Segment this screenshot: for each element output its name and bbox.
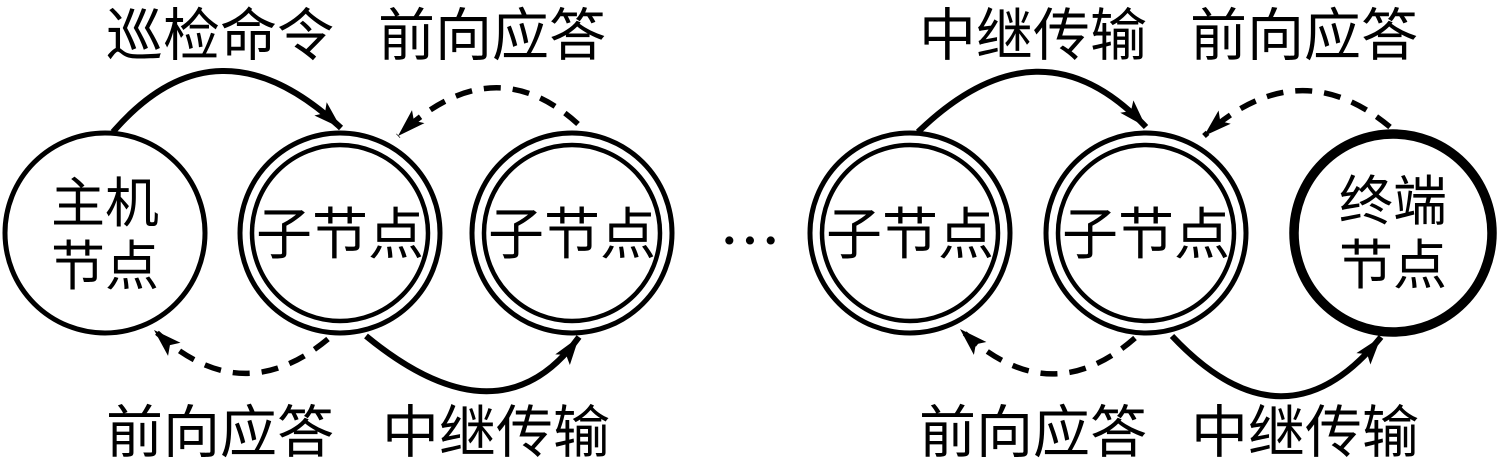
- edge-inspection-command-arrow: [110, 68, 344, 134]
- edge-forward-response-top-right-arrow: [1202, 88, 1392, 139]
- node-host: 主机 节点: [2, 130, 208, 336]
- node-terminal: 终端 节点: [1289, 129, 1497, 337]
- label-relay-transmission-bottom-left: 中继传输: [382, 402, 610, 460]
- child-2-outer-circle: [469, 130, 675, 336]
- child-1-label: 子节点: [256, 205, 424, 267]
- label-inspection-command: 巡检命令: [106, 5, 334, 68]
- label-forward-response-bottom-right: 前向应答: [919, 402, 1147, 460]
- host-label-line1: 主机: [51, 174, 159, 234]
- terminal-label-line2: 节点: [1339, 236, 1447, 296]
- label-forward-response-bottom-left: 前向应答: [106, 402, 334, 460]
- host-circle: [2, 130, 208, 336]
- edge-forward-response-bottom-left-arrow: [152, 328, 330, 377]
- edge-relay-transmission-top-right-arrow: [915, 68, 1149, 135]
- terminal-label-line1: 终端: [1339, 172, 1447, 232]
- child-2-inner-circle: [481, 142, 663, 324]
- node-child-2: 子节点: [469, 130, 675, 336]
- label-forward-response-top-left: 前向应答: [378, 5, 606, 68]
- child-3-label: 子节点: [826, 205, 994, 267]
- host-label-line2: 节点: [51, 237, 159, 297]
- child-2-label: 子节点: [488, 205, 656, 267]
- node-child-1: 子节点: [237, 130, 443, 336]
- node-child-4: 子节点: [1043, 130, 1249, 336]
- child-4-inner-circle: [1055, 142, 1237, 324]
- node-child-3: 子节点: [807, 130, 1013, 336]
- label-relay-transmission-top-right: 中继传输: [919, 5, 1147, 68]
- label-relay-transmission-bottom-right: 中继传输: [1191, 402, 1419, 460]
- edge-relay-transmission-bottom-right-arrow: [1169, 333, 1384, 400]
- child-1-outer-circle: [237, 130, 443, 336]
- edge-forward-response-bottom-right-arrow: [958, 327, 1137, 377]
- child-3-inner-circle: [819, 142, 1001, 324]
- edge-relay-transmission-bottom-left-arrow: [364, 333, 582, 395]
- child-1-inner-circle: [249, 142, 431, 324]
- child-3-outer-circle: [807, 130, 1013, 336]
- child-4-outer-circle: [1043, 130, 1249, 336]
- edge-forward-response-top-left-arrow: [396, 85, 580, 138]
- ellipsis-dots: ···: [721, 212, 783, 268]
- child-4-label: 子节点: [1062, 205, 1230, 267]
- terminal-circle: [1289, 129, 1497, 337]
- label-forward-response-top-right: 前向应答: [1190, 5, 1418, 68]
